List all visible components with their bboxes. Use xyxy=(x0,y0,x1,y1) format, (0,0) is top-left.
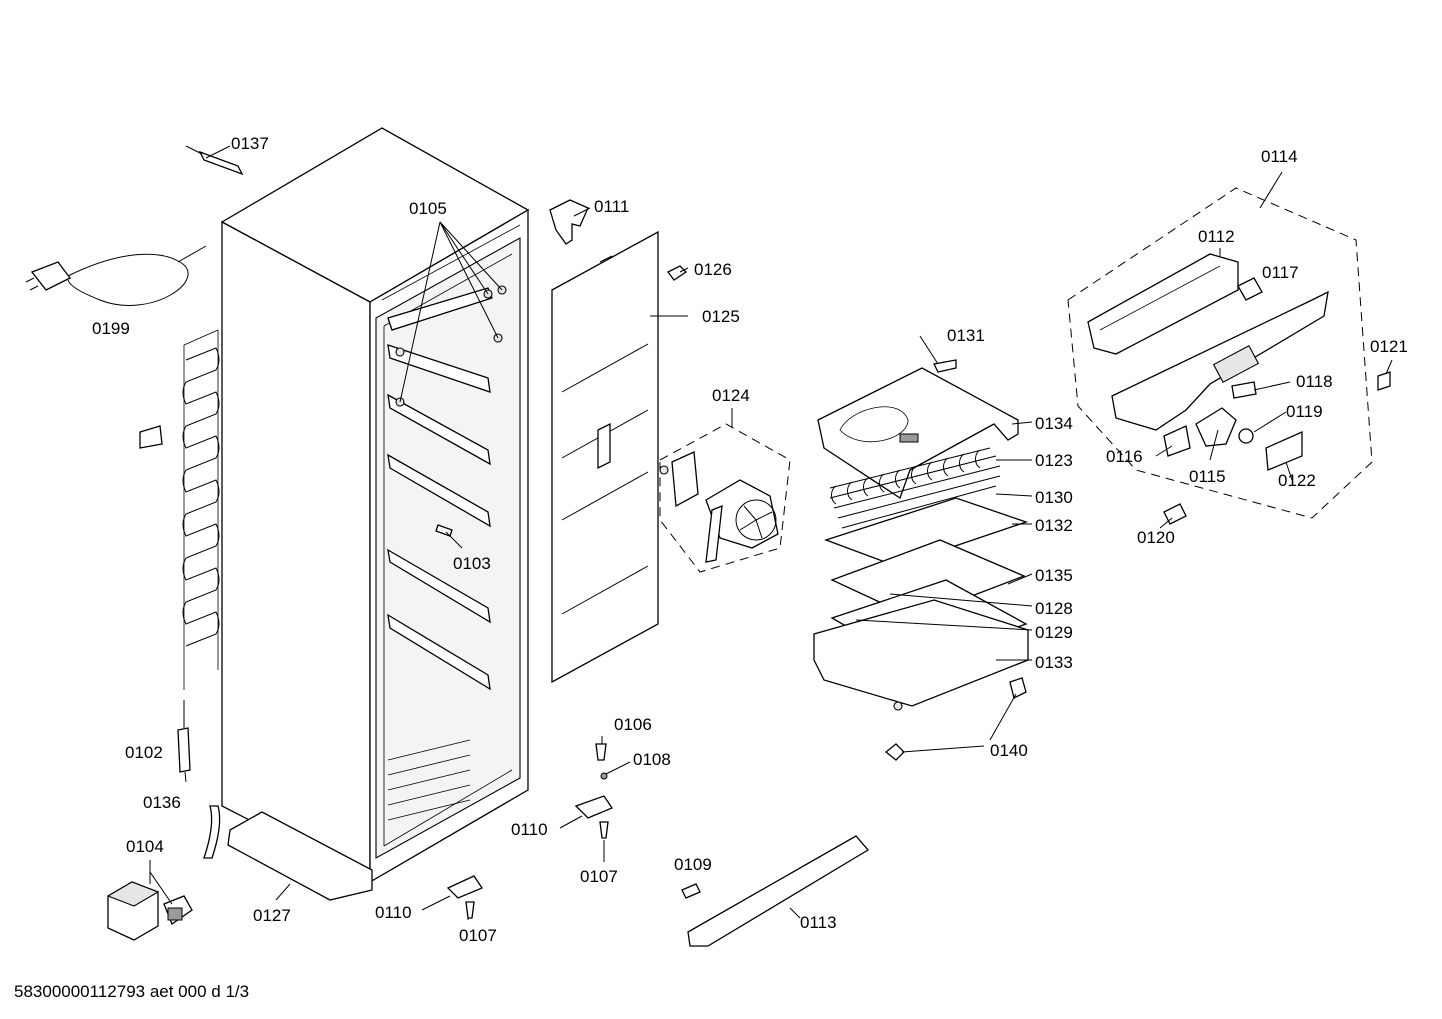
label-0118: 0118 xyxy=(1296,372,1333,391)
label-0130: 0130 xyxy=(1035,488,1073,507)
label-0125: 0125 xyxy=(702,307,740,326)
drawing-id: 58300000112793 aet 000 d 1/3 xyxy=(14,982,249,1001)
knob-0117 xyxy=(1237,277,1263,301)
bottom-grille-plinth xyxy=(687,835,869,947)
label-0133: 0133 xyxy=(1035,653,1073,672)
cabinet-body xyxy=(220,127,530,901)
label-0123: 0123 xyxy=(1035,451,1073,470)
cabinet-bottom-grille xyxy=(387,739,471,821)
power-cord xyxy=(25,245,207,306)
bottom-hinge-upper xyxy=(574,743,613,839)
top-hinge xyxy=(549,199,589,245)
label-0103: 0103 xyxy=(453,554,491,573)
label-0199: 0199 xyxy=(92,319,130,338)
label-0111: 0111 xyxy=(594,197,629,216)
label-0114: 0114 xyxy=(1261,147,1298,166)
label-0104: 0104 xyxy=(126,837,164,856)
lamp-socket xyxy=(1195,407,1237,447)
cabinet-shelf-rails xyxy=(387,287,493,691)
label-0121: 0121 xyxy=(1370,337,1408,356)
label-0126: 0126 xyxy=(694,260,732,279)
label-0107-lower: 0107 xyxy=(459,926,497,945)
leader-lines xyxy=(149,145,1393,920)
label-0140: 0140 xyxy=(990,741,1028,760)
label-0106: 0106 xyxy=(614,715,652,734)
label-0119: 0119 xyxy=(1286,402,1323,421)
label-0128: 0128 xyxy=(1035,599,1073,618)
label-0129: 0129 xyxy=(1035,623,1073,642)
label-0117: 0117 xyxy=(1262,263,1299,282)
button-0109 xyxy=(681,883,701,899)
drain-hose xyxy=(203,805,221,859)
label-0120: 0120 xyxy=(1137,528,1175,547)
label-0110-upper: 0110 xyxy=(511,820,548,839)
peg-0126 xyxy=(667,265,688,281)
temperature-sensor xyxy=(198,150,244,176)
label-0110-lower: 0110 xyxy=(375,903,412,922)
label-0127: 0127 xyxy=(253,906,291,925)
label-0102: 0102 xyxy=(125,743,163,762)
control-board xyxy=(1087,253,1239,355)
label-0137: 0137 xyxy=(231,134,269,153)
evaporator-cover xyxy=(817,367,1019,499)
label-0134: 0134 xyxy=(1035,414,1073,433)
label-0135: 0135 xyxy=(1035,566,1073,585)
light-switch xyxy=(1163,425,1191,457)
label-0105: 0105 xyxy=(409,199,447,218)
label-0108: 0108 xyxy=(633,750,671,769)
evaporator-stack xyxy=(813,335,1029,761)
control-panel-group xyxy=(1067,187,1391,525)
label-0116: 0116 xyxy=(1106,447,1143,466)
relay-box xyxy=(106,881,193,941)
label-0124: 0124 xyxy=(712,386,750,405)
evaporator-coil xyxy=(829,447,1001,529)
label-0132: 0132 xyxy=(1035,516,1073,535)
label-0112: 0112 xyxy=(1198,227,1235,246)
label-0107-upper: 0107 xyxy=(580,867,618,886)
condenser-coil xyxy=(139,329,220,690)
fan-assembly xyxy=(659,423,791,573)
heater-plate xyxy=(824,497,1029,567)
label-0109: 0109 xyxy=(674,855,712,874)
bottom-hinge-lower xyxy=(446,875,483,919)
label-0113: 0113 xyxy=(800,913,837,932)
label-0131: 0131 xyxy=(947,326,985,345)
lamp-cover xyxy=(1265,430,1303,471)
label-0122: 0122 xyxy=(1278,471,1316,490)
label-0136: 0136 xyxy=(143,793,181,812)
label-0115: 0115 xyxy=(1189,467,1226,486)
part-labels: 0137 0105 0111 0126 0125 0199 0124 0103 … xyxy=(92,134,1408,945)
door-panel xyxy=(551,230,659,684)
drier xyxy=(177,727,191,773)
